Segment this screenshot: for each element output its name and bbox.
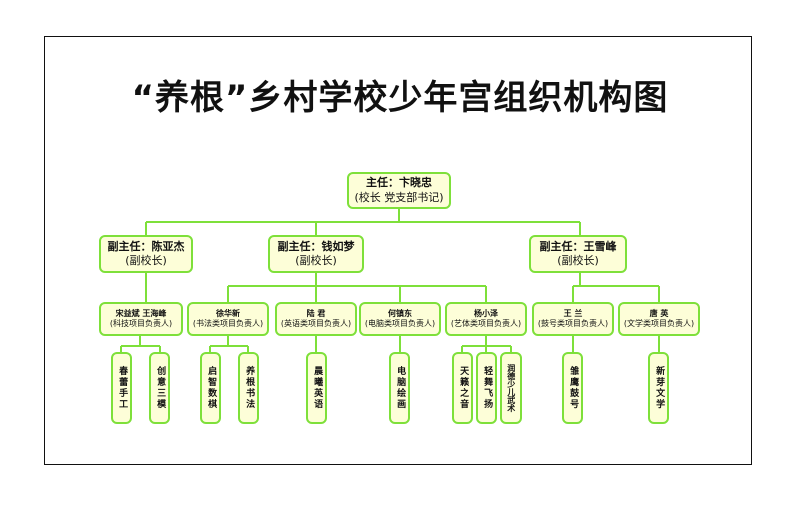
deputy-role: (副校长) [295, 254, 337, 267]
project-box: 晨曦英语 [306, 352, 327, 424]
project-box: 雏鹰鼓号 [562, 352, 583, 424]
project-name: 养根书法 [244, 366, 255, 410]
project-head-box: 宋益斌 王海峰 (科技项目负责人) [99, 302, 183, 336]
project-box: 润德少儿武术 [500, 352, 522, 424]
project-head-role: (艺体类项目负责人) [450, 319, 522, 328]
project-name: 新芽文学 [654, 366, 665, 410]
project-head-box: 陆 君 (英语类项目负责人) [275, 302, 357, 336]
project-box: 创意三模 [149, 352, 170, 424]
director-name: 主任：卞晓忠 [366, 176, 432, 190]
project-head-name: 陆 君 [306, 308, 326, 318]
director-box: 主任：卞晓忠 (校长 党支部书记) [347, 172, 451, 209]
diagram-title: “养根”乡村学校少年宫组织机构图 [131, 78, 669, 118]
project-head-name: 杨小泽 [474, 308, 498, 318]
project-head-role: (书法类项目负责人) [192, 319, 264, 328]
project-name: 润德少儿武术 [506, 364, 516, 412]
deputy-name: 副主任：钱如梦 [277, 239, 355, 253]
project-box: 天籁之音 [452, 352, 473, 424]
project-name: 创意三模 [155, 366, 166, 410]
project-head-name: 王 兰 [563, 308, 583, 318]
project-box: 电脑绘画 [389, 352, 410, 424]
project-name: 启智数棋 [206, 366, 217, 410]
project-head-box: 唐 英 (文学类项目负责人) [618, 302, 700, 336]
project-head-name: 唐 英 [649, 308, 669, 318]
project-box: 春蕾手工 [111, 352, 132, 424]
deputy-name: 副主任：陈亚杰 [107, 239, 185, 253]
director-role: (校长 党支部书记) [354, 190, 444, 204]
project-box: 养根书法 [238, 352, 259, 424]
project-head-name: 徐华新 [216, 308, 240, 318]
project-head-role: (英语类项目负责人) [280, 319, 352, 328]
project-head-name: 宋益斌 王海峰 [115, 308, 167, 318]
deputy-box: 副主任：钱如梦 (副校长) [268, 235, 364, 273]
project-box: 启智数棋 [200, 352, 221, 424]
diagram-frame [44, 36, 752, 465]
project-name: 雏鹰鼓号 [568, 366, 579, 410]
project-head-box: 王 兰 (鼓号类项目负责人) [532, 302, 614, 336]
project-head-name: 何镇东 [388, 308, 412, 318]
project-name: 电脑绘画 [395, 366, 406, 410]
deputy-box: 副主任：陈亚杰 (副校长) [99, 235, 193, 273]
project-head-role: (科技项目负责人) [109, 319, 173, 328]
project-head-box: 杨小泽 (艺体类项目负责人) [445, 302, 527, 336]
deputy-box: 副主任：王雪峰 (副校长) [529, 235, 627, 273]
project-head-role: (文学类项目负责人) [623, 319, 695, 328]
project-head-role: (电脑类项目负责人) [364, 319, 436, 328]
project-name: 晨曦英语 [312, 366, 323, 410]
project-head-box: 何镇东 (电脑类项目负责人) [359, 302, 441, 336]
project-name: 春蕾手工 [117, 366, 128, 410]
deputy-name: 副主任：王雪峰 [539, 239, 617, 253]
deputy-role: (副校长) [557, 254, 599, 267]
project-name: 轻舞飞扬 [482, 366, 493, 410]
project-box: 轻舞飞扬 [476, 352, 497, 424]
project-head-box: 徐华新 (书法类项目负责人) [187, 302, 269, 336]
project-head-role: (鼓号类项目负责人) [537, 319, 609, 328]
project-box: 新芽文学 [648, 352, 669, 424]
project-name: 天籁之音 [458, 366, 469, 410]
deputy-role: (副校长) [125, 254, 167, 267]
